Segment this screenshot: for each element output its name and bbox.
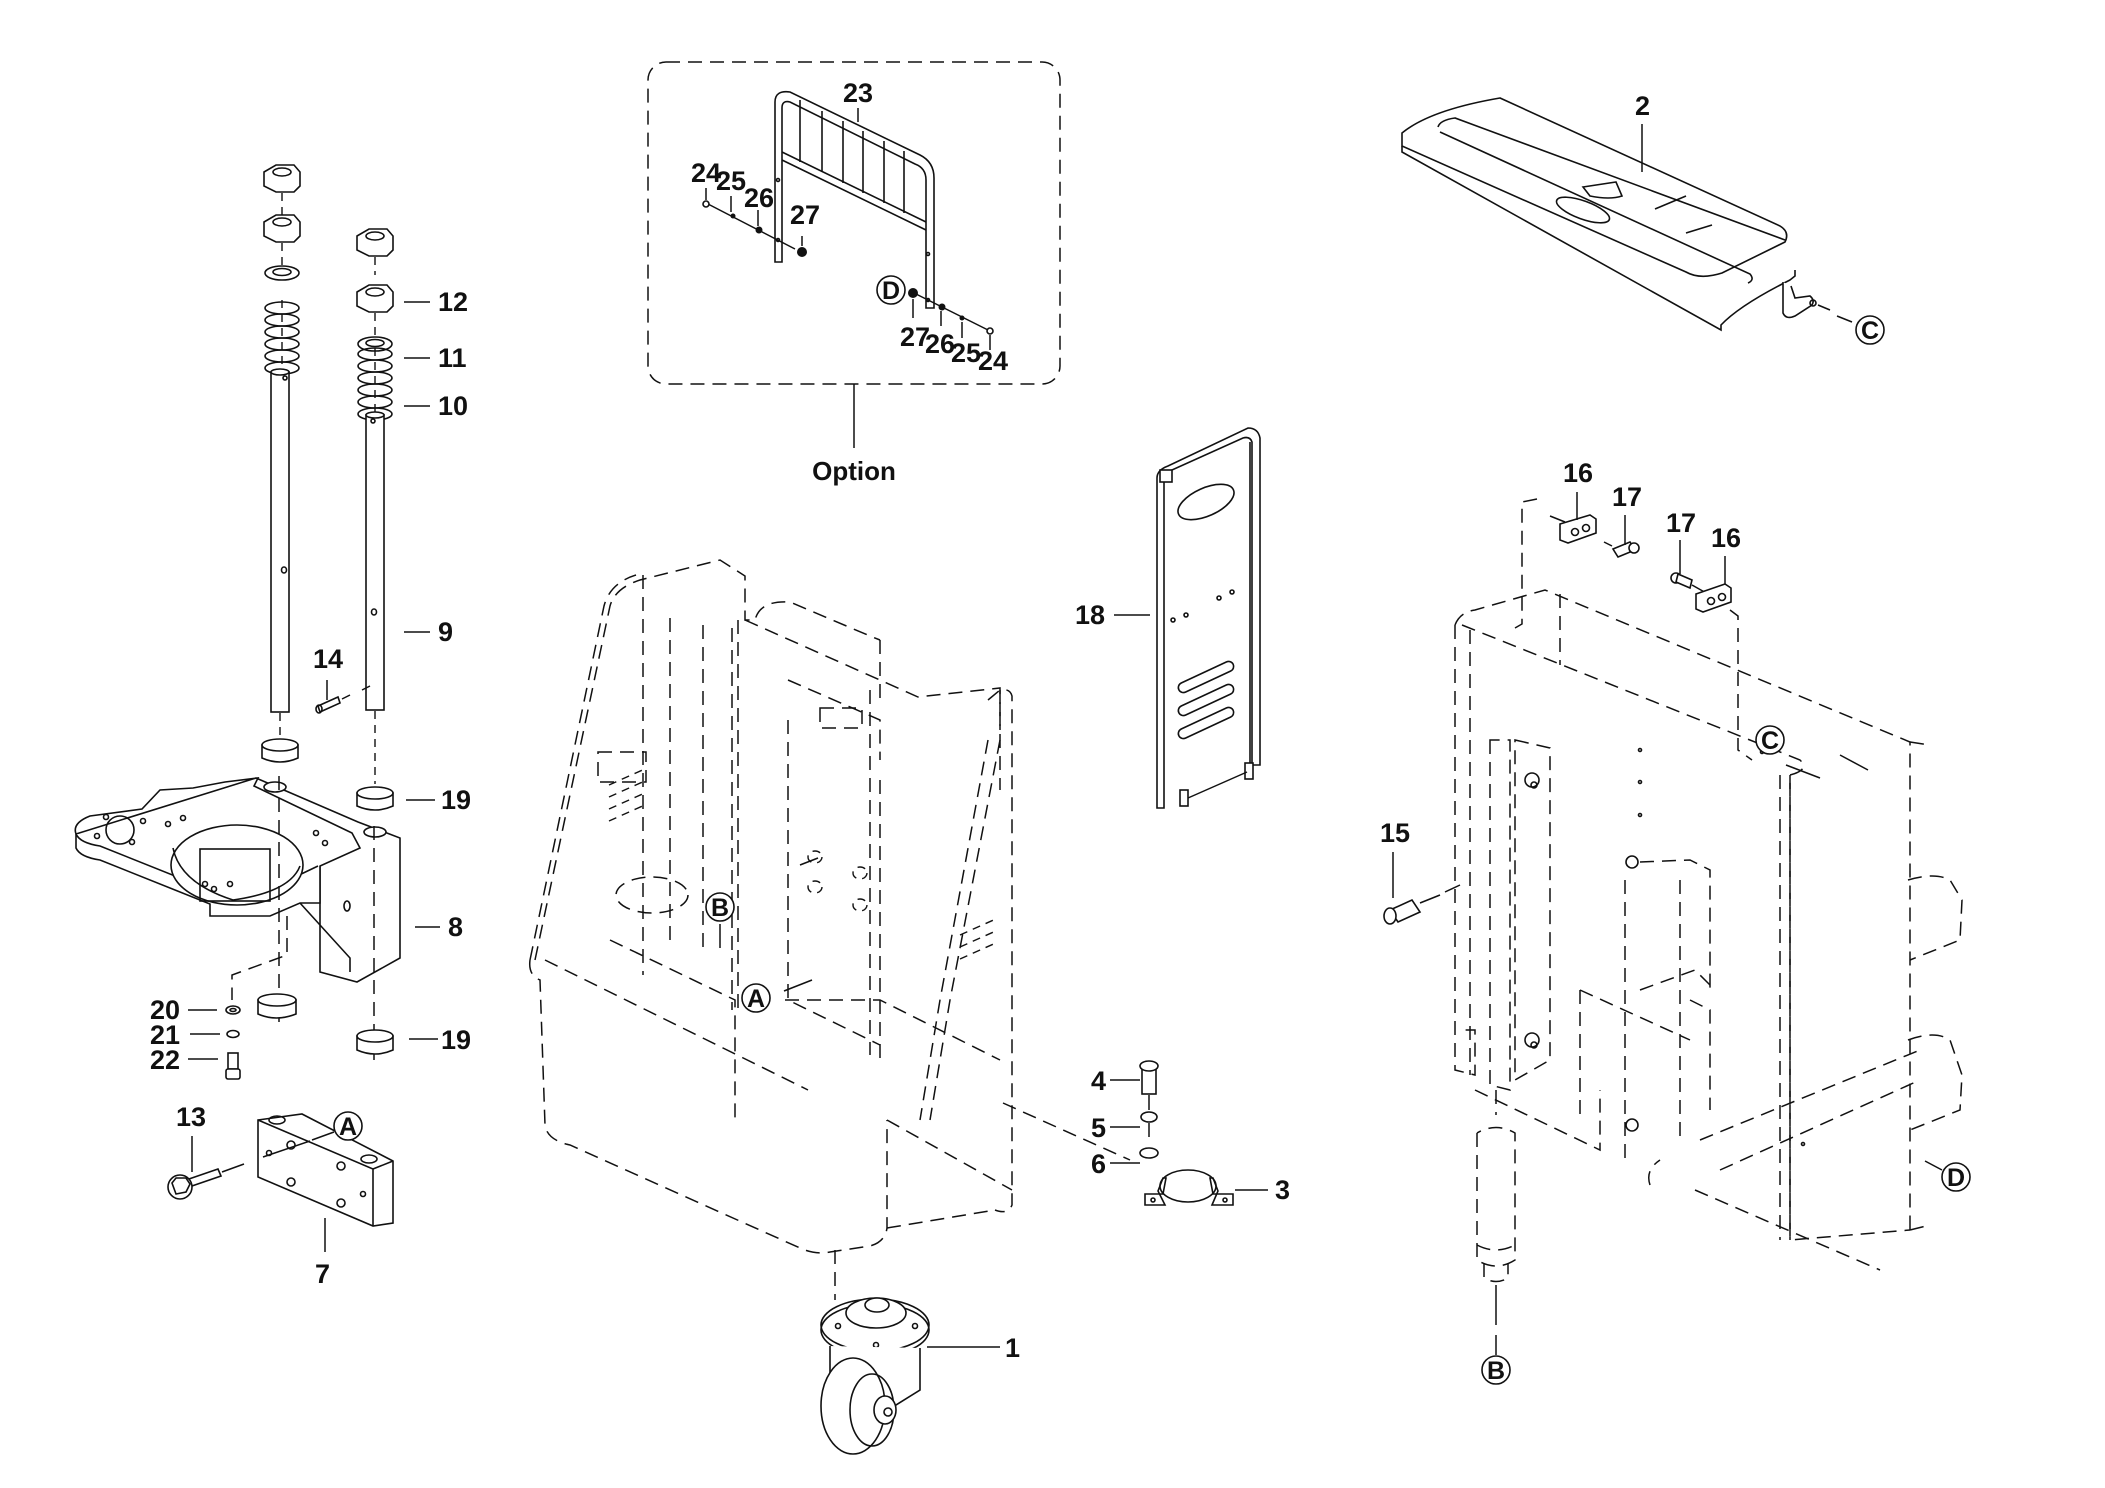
callout-4: 4 xyxy=(1091,1066,1106,1096)
callout-11: 11 xyxy=(438,343,467,373)
lock-washer-21 xyxy=(226,1029,240,1039)
top-cover-2 xyxy=(1401,97,1817,332)
knob-15 xyxy=(1383,898,1422,925)
svg-text:C: C xyxy=(1861,317,1879,345)
callout-1: 1 xyxy=(1005,1333,1020,1363)
callout-24-right: 24 xyxy=(978,346,1008,376)
nut-left-top xyxy=(263,164,301,193)
reference-marker-a-block: A xyxy=(333,1111,363,1141)
reference-marker-d-frame: D xyxy=(1941,1162,1971,1192)
svg-text:D: D xyxy=(882,277,900,305)
mounting-block-7 xyxy=(257,1113,394,1227)
callout-20-label: 20 xyxy=(150,995,180,1025)
nut-right-top xyxy=(356,228,394,257)
hinge-block-16-right xyxy=(1695,583,1732,613)
guard-rail xyxy=(774,90,935,309)
bushing-lower-left xyxy=(257,993,297,1019)
chassis-frame xyxy=(528,559,1131,1300)
reference-marker-b-chassis: B xyxy=(705,892,735,948)
bushing-19-upper xyxy=(356,786,394,811)
option-caption: Option xyxy=(812,456,896,486)
screw-22 xyxy=(225,1052,241,1080)
callout-15-label: 15 xyxy=(1380,818,1410,848)
callout-19-upper: 19 xyxy=(441,785,471,815)
washer-20 xyxy=(225,1005,241,1015)
lift-cylinder xyxy=(1476,1090,1516,1283)
svg-text:A: A xyxy=(747,985,765,1013)
callout-18: 18 xyxy=(1075,600,1105,630)
washer-5 xyxy=(1140,1111,1158,1123)
flange-bolt-13 xyxy=(167,1140,311,1200)
bushing-19-lower xyxy=(356,1029,394,1055)
callout-19-lower-text: 19 xyxy=(441,1025,471,1055)
svg-text:D: D xyxy=(1947,1164,1965,1192)
hinge-pin-17-left xyxy=(1611,541,1640,558)
bushing-upper-left xyxy=(261,738,299,763)
nut-left-2 xyxy=(263,214,301,243)
caster-bracket-8 xyxy=(74,776,401,1060)
caster-bracket-assembly: 12 11 10 9 14 19 xyxy=(74,164,471,1289)
callout-2: 2 xyxy=(1635,91,1650,121)
callout-23: 23 xyxy=(843,78,873,108)
callout-8: 8 xyxy=(448,912,463,942)
svg-text:B: B xyxy=(711,894,729,922)
shaft-9 xyxy=(365,411,385,711)
callout-17-right: 17 xyxy=(1666,508,1696,538)
callout-17-left: 17 xyxy=(1612,482,1642,512)
reference-marker-d-option: D xyxy=(876,275,906,305)
shaft-left xyxy=(270,368,290,713)
caster-wheel-1 xyxy=(820,1297,930,1455)
reference-marker-a-chassis: A xyxy=(741,857,819,1013)
callout-10: 10 xyxy=(438,391,468,421)
callout-14: 14 xyxy=(313,644,343,674)
callout-21: 21 xyxy=(150,1020,180,1050)
callout-25-right: 25 xyxy=(951,338,981,368)
spring-10 xyxy=(357,347,393,421)
bolt-4 xyxy=(1139,1060,1159,1095)
spring-left xyxy=(264,300,300,410)
callout-24-left: 24 xyxy=(691,158,721,188)
option-group-border xyxy=(647,61,1061,385)
callout-22-label: 22 xyxy=(150,1045,180,1075)
option-group: Option 23 24 25 26 xyxy=(647,61,1061,486)
svg-text:C: C xyxy=(1761,727,1779,755)
reference-marker-b-cylinder: B xyxy=(1481,1355,1511,1385)
callout-26-right: 26 xyxy=(925,329,955,359)
callout-27-left: 27 xyxy=(790,200,820,230)
svg-text:B: B xyxy=(1487,1357,1505,1385)
callout-16-left: 16 xyxy=(1563,458,1593,488)
callout-5: 5 xyxy=(1091,1113,1106,1143)
callout-26-left: 26 xyxy=(744,183,774,213)
callout-3: 3 xyxy=(1275,1175,1290,1205)
mast-frame xyxy=(1454,589,1963,1271)
side-panel-18 xyxy=(1156,427,1261,809)
washer-6 xyxy=(1139,1147,1159,1159)
callout-27-right: 27 xyxy=(900,322,930,352)
pin-14 xyxy=(315,680,371,714)
reference-marker-c-frame: C xyxy=(1755,725,1785,755)
nut-12 xyxy=(356,284,394,313)
callout-12: 12 xyxy=(438,287,468,317)
callout-25-left: 25 xyxy=(716,166,746,196)
callout-13: 13 xyxy=(176,1102,206,1132)
callout-7: 7 xyxy=(315,1259,330,1289)
callout-9: 9 xyxy=(438,617,453,647)
hinge-pin-17-right xyxy=(1670,572,1693,590)
callout-16-right: 16 xyxy=(1711,523,1741,553)
svg-text:A: A xyxy=(339,1113,357,1141)
clamp-bracket-3 xyxy=(1144,1169,1234,1206)
reference-marker-c-cover: C xyxy=(1855,315,1885,345)
washer-left xyxy=(264,265,300,281)
hinge-block-16-left xyxy=(1559,514,1597,544)
callout-6: 6 xyxy=(1091,1149,1106,1179)
